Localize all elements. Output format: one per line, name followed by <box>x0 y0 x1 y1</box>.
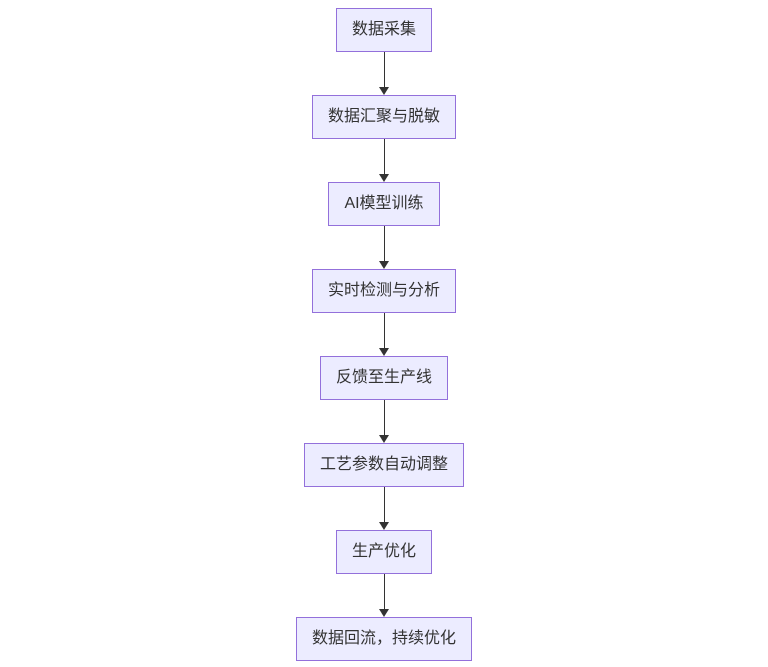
flowchart-edge-4 <box>378 313 390 356</box>
flowchart-edge-2 <box>378 139 390 182</box>
arrow-down-icon <box>379 87 389 95</box>
arrow-down-icon <box>379 261 389 269</box>
node-label: 数据采集 <box>351 21 416 38</box>
flowchart-node-data-collection: 数据采集 <box>335 8 432 52</box>
flowchart-node-realtime-detection-analysis: 实时检测与分析 <box>311 269 456 313</box>
flowchart-edge-6 <box>378 487 390 530</box>
flowchart-edge-7 <box>378 574 390 617</box>
edge-line <box>383 139 385 174</box>
node-label: AI模型训练 <box>344 195 424 212</box>
flowchart-node-data-aggregation-masking: 数据汇聚与脱敏 <box>311 95 456 139</box>
flowchart-node-data-backflow-continuous-optimization: 数据回流，持续优化 <box>295 617 472 661</box>
node-label: 实时检测与分析 <box>327 282 440 299</box>
edge-line <box>383 52 385 87</box>
arrow-down-icon <box>379 609 389 617</box>
flowchart-node-production-optimization: 生产优化 <box>335 530 432 574</box>
flowchart-edge-1 <box>378 52 390 95</box>
edge-line <box>383 574 385 609</box>
edge-line <box>383 226 385 261</box>
flowchart-node-ai-model-training: AI模型训练 <box>328 182 440 226</box>
flowchart-edge-3 <box>378 226 390 269</box>
flowchart-node-process-parameter-auto-adjust: 工艺参数自动调整 <box>303 443 464 487</box>
node-label: 工艺参数自动调整 <box>319 456 448 473</box>
arrow-down-icon <box>379 435 389 443</box>
node-label: 反馈至生产线 <box>335 369 432 386</box>
flowchart-node-feedback-to-production-line: 反馈至生产线 <box>319 356 448 400</box>
arrow-down-icon <box>379 348 389 356</box>
node-label: 生产优化 <box>351 543 416 560</box>
arrow-down-icon <box>379 522 389 530</box>
flowchart-edge-5 <box>378 400 390 443</box>
node-label: 数据回流，持续优化 <box>311 630 456 647</box>
edge-line <box>383 487 385 522</box>
edge-line <box>383 313 385 348</box>
arrow-down-icon <box>379 174 389 182</box>
node-label: 数据汇聚与脱敏 <box>327 108 440 125</box>
edge-line <box>383 400 385 435</box>
